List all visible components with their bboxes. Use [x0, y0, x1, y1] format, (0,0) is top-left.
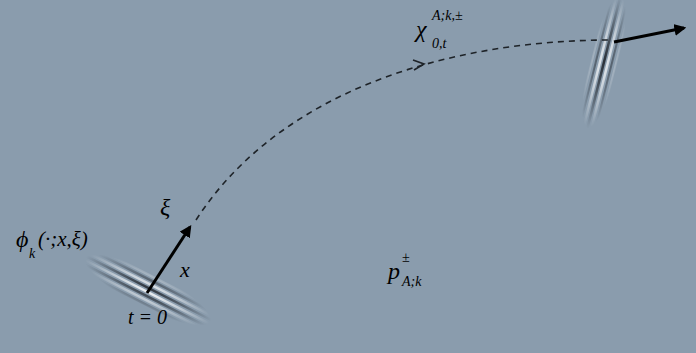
argument-label: (·;x,ξ)	[38, 228, 88, 251]
time-label: t = 0	[128, 306, 167, 328]
superscript-label: ±	[402, 250, 410, 265]
symbol-label: χ	[416, 16, 427, 42]
symbol-label: ξ	[160, 194, 170, 220]
superscript-label: A;k,±	[432, 8, 463, 23]
symbol-label: ϕ	[16, 226, 28, 252]
wave-packet	[575, 0, 632, 133]
position-label: x	[180, 258, 190, 282]
direction-chevron	[413, 60, 424, 70]
momentum-arrow	[147, 227, 190, 293]
subscript-label: A;k	[402, 274, 421, 289]
symbol-label: p	[388, 258, 400, 284]
subscript-label: k	[29, 246, 35, 261]
momentum-arrow	[614, 28, 684, 42]
subscript-label: 0,t	[432, 36, 446, 51]
trajectory-curve	[196, 40, 612, 220]
